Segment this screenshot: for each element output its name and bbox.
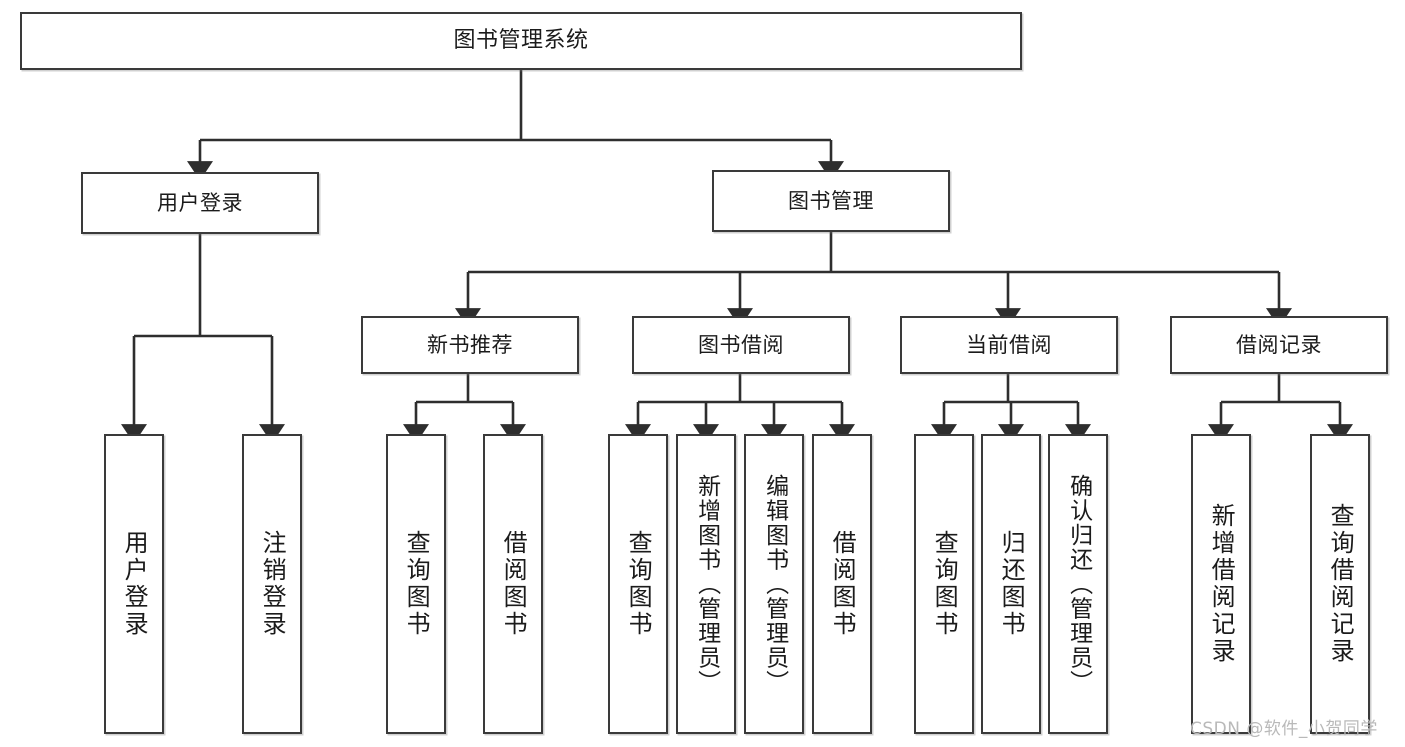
- node-leaf-query-book-3[interactable]: 查询图书: [914, 434, 974, 734]
- node-leaf-query-book-3-label: 查询图书: [930, 530, 959, 638]
- node-leaf-user-logout-label: 注销登录: [258, 530, 287, 638]
- node-leaf-borrow-book-1[interactable]: 借阅图书: [483, 434, 543, 734]
- node-leaf-add-book[interactable]: 新增图书（管理员）: [676, 434, 736, 734]
- node-new-book-recommend-label: 新书推荐: [427, 332, 513, 357]
- csdn-watermark: CSDN @软件_小贺同学: [1190, 719, 1378, 739]
- node-new-book-recommend[interactable]: 新书推荐: [361, 316, 579, 374]
- node-root-label: 图书管理系统: [453, 28, 589, 54]
- node-user-login[interactable]: 用户登录: [81, 172, 319, 234]
- node-book-borrow-label: 图书借阅: [698, 332, 784, 357]
- node-leaf-query-record[interactable]: 查询借阅记录: [1310, 434, 1370, 734]
- node-leaf-query-book-2-label: 查询图书: [624, 530, 653, 638]
- node-leaf-borrow-book-2[interactable]: 借阅图书: [812, 434, 872, 734]
- node-leaf-edit-book-label: 编辑图书（管理员）: [761, 473, 788, 695]
- node-book-borrow[interactable]: 图书借阅: [632, 316, 850, 374]
- node-leaf-borrow-book-2-label: 借阅图书: [828, 530, 857, 638]
- node-root[interactable]: 图书管理系统: [20, 12, 1022, 70]
- node-book-manage-label: 图书管理: [788, 188, 874, 213]
- node-current-borrow[interactable]: 当前借阅: [900, 316, 1118, 374]
- node-leaf-query-book-1[interactable]: 查询图书: [386, 434, 446, 734]
- node-leaf-user-logout[interactable]: 注销登录: [242, 434, 302, 734]
- node-leaf-add-book-label: 新增图书（管理员）: [693, 473, 720, 695]
- node-leaf-confirm-return-label: 确认归还（管理员）: [1065, 473, 1092, 695]
- node-leaf-query-book-1-label: 查询图书: [402, 530, 431, 638]
- node-user-login-label: 用户登录: [157, 190, 243, 215]
- node-current-borrow-label: 当前借阅: [966, 332, 1052, 357]
- node-leaf-confirm-return[interactable]: 确认归还（管理员）: [1048, 434, 1108, 734]
- node-leaf-return-book-label: 归还图书: [997, 530, 1026, 638]
- node-borrow-record-label: 借阅记录: [1236, 332, 1322, 357]
- node-leaf-borrow-book-1-label: 借阅图书: [499, 530, 528, 638]
- node-leaf-add-record-label: 新增借阅记录: [1207, 503, 1236, 665]
- node-leaf-user-login-label: 用户登录: [120, 530, 149, 638]
- node-book-manage[interactable]: 图书管理: [712, 170, 950, 232]
- node-leaf-edit-book[interactable]: 编辑图书（管理员）: [744, 434, 804, 734]
- node-leaf-query-record-label: 查询借阅记录: [1326, 503, 1355, 665]
- node-leaf-query-book-2[interactable]: 查询图书: [608, 434, 668, 734]
- node-leaf-return-book[interactable]: 归还图书: [981, 434, 1041, 734]
- node-leaf-add-record[interactable]: 新增借阅记录: [1191, 434, 1251, 734]
- node-borrow-record[interactable]: 借阅记录: [1170, 316, 1388, 374]
- node-leaf-user-login[interactable]: 用户登录: [104, 434, 164, 734]
